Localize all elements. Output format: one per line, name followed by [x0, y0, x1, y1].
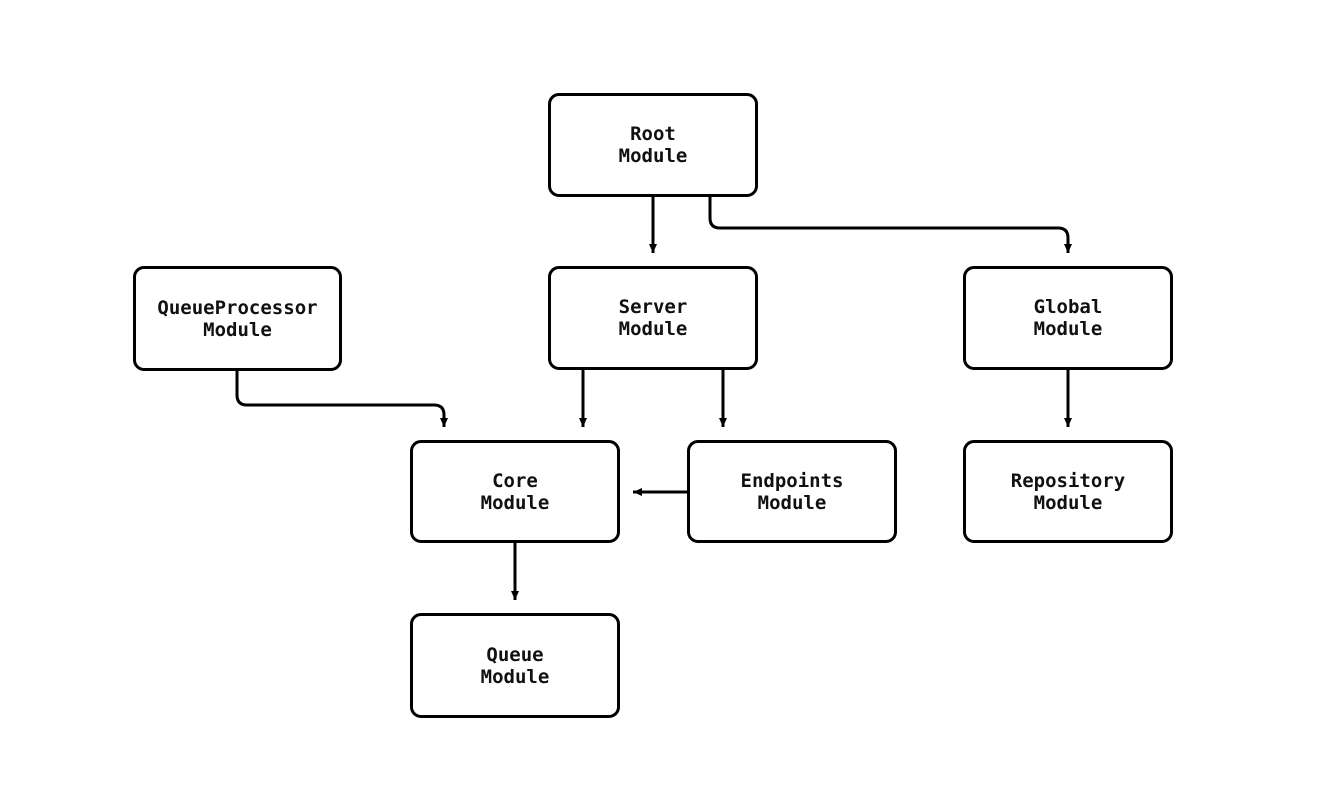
node-queue[interactable]: Queue Module [410, 613, 620, 718]
node-global[interactable]: Global Module [963, 266, 1173, 370]
node-repository-label: Repository Module [1010, 469, 1126, 514]
edge-queueprocessor-core [235, 371, 448, 427]
edges-group [235, 197, 1072, 600]
node-repository[interactable]: Repository Module [963, 440, 1173, 543]
node-server[interactable]: Server Module [548, 266, 758, 370]
node-queue-label: Queue Module [480, 643, 550, 688]
node-queueprocessor[interactable]: QueueProcessor Module [133, 266, 342, 371]
node-global-label: Global Module [1033, 296, 1103, 340]
node-queueprocessor-label: QueueProcessor Module [157, 296, 318, 341]
node-endpoints[interactable]: Endpoints Module [687, 440, 897, 543]
node-root-label: Root Module [618, 123, 688, 167]
node-core[interactable]: Core Module [410, 440, 620, 543]
node-root[interactable]: Root Module [548, 93, 758, 197]
node-core-label: Core Module [480, 469, 550, 514]
edge-root-global [708, 197, 1072, 253]
node-endpoints-label: Endpoints Module [740, 469, 844, 514]
node-server-label: Server Module [618, 296, 688, 340]
